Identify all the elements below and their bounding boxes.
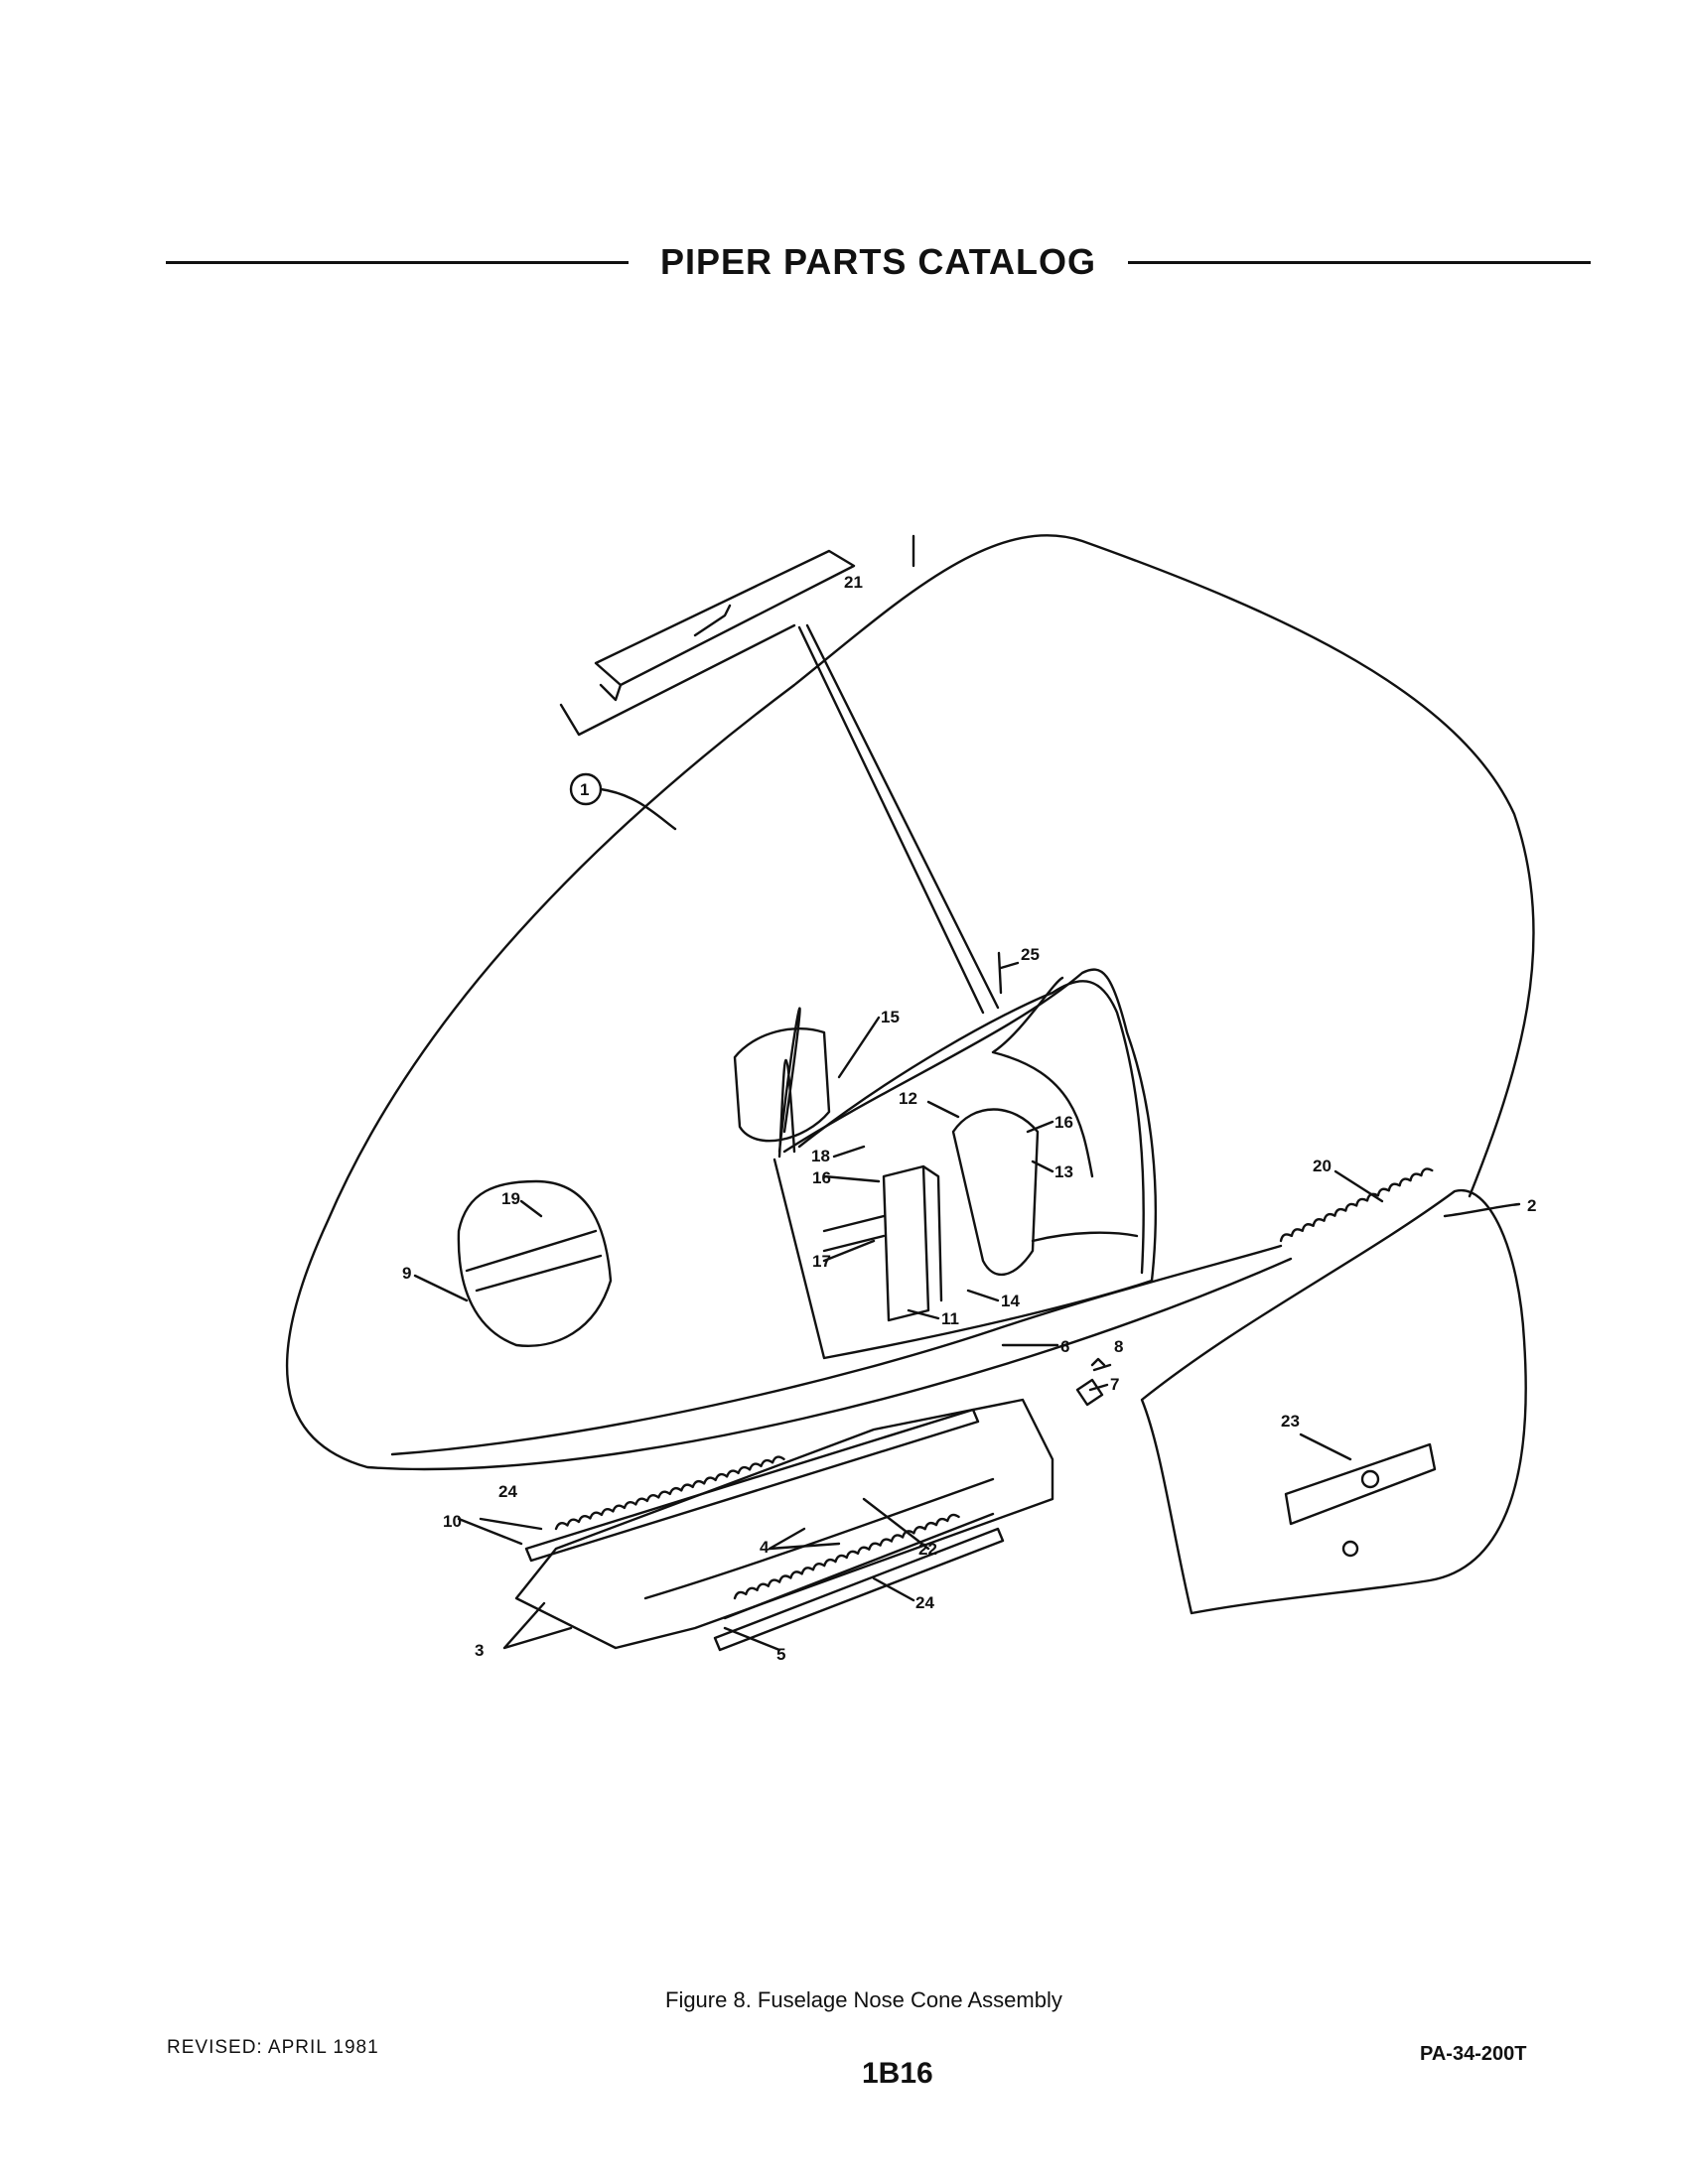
nose-cone-opening	[772, 968, 1158, 1360]
header-rule-right	[1128, 260, 1592, 264]
header-rule-left	[166, 260, 629, 264]
detail-bracket	[594, 549, 856, 702]
callout-20: 20	[1313, 1157, 1332, 1175]
callout-2: 2	[1527, 1196, 1536, 1215]
callout-14: 14	[1001, 1292, 1020, 1310]
inset-cutaway	[457, 1179, 613, 1347]
callout-21: 21	[844, 573, 863, 592]
revision-date: REVISED: APRIL 1981	[167, 2037, 379, 2058]
callout-24a: 24	[498, 1482, 517, 1501]
interior-bracket-center	[882, 1164, 943, 1322]
callout-25: 25	[1021, 945, 1040, 964]
floor-panel	[514, 1398, 1054, 1650]
page-number: 1B16	[862, 2057, 933, 2090]
callout-19: 19	[501, 1189, 520, 1208]
hinge-strip-lower	[713, 1527, 1005, 1652]
callout-8: 8	[1114, 1337, 1123, 1356]
hinge-strip-upper	[524, 1408, 980, 1563]
callout-5: 5	[776, 1645, 785, 1664]
callout-10: 10	[443, 1512, 462, 1531]
page-header: PIPER PARTS CATALOG	[166, 236, 1592, 288]
callout-18: 18	[811, 1147, 830, 1165]
callout-1: 1	[580, 780, 589, 799]
callout-23: 23	[1281, 1412, 1300, 1431]
model-number: PA-34-200T	[1420, 2043, 1527, 2065]
callout-24b: 24	[915, 1593, 934, 1612]
callout-16b: 16	[812, 1168, 831, 1187]
page-title: PIPER PARTS CATALOG	[660, 241, 1097, 282]
interior-panel-left	[733, 1026, 831, 1143]
interior-bracket-right	[951, 1108, 1040, 1277]
callout-7: 7	[1110, 1375, 1119, 1394]
panel-handle	[1284, 1442, 1437, 1526]
callout-16a: 16	[1054, 1113, 1073, 1132]
callout-11: 11	[941, 1309, 959, 1328]
callout-12: 12	[899, 1089, 917, 1108]
callout-15: 15	[881, 1008, 900, 1026]
callout-22: 22	[918, 1540, 937, 1559]
callout-13: 13	[1054, 1162, 1073, 1181]
nose-cone-outline	[285, 534, 1535, 1471]
access-panel	[1140, 1188, 1527, 1615]
detail-frame	[559, 534, 915, 737]
callout-17: 17	[812, 1252, 831, 1271]
callout-6: 6	[1060, 1337, 1069, 1356]
callout-9: 9	[402, 1264, 411, 1283]
callout-4: 4	[760, 1538, 770, 1557]
callout-3: 3	[475, 1641, 484, 1660]
figure-caption: Figure 8. Fuselage Nose Cone Assembly	[665, 1987, 1062, 2012]
lower-seam	[390, 1244, 1283, 1456]
